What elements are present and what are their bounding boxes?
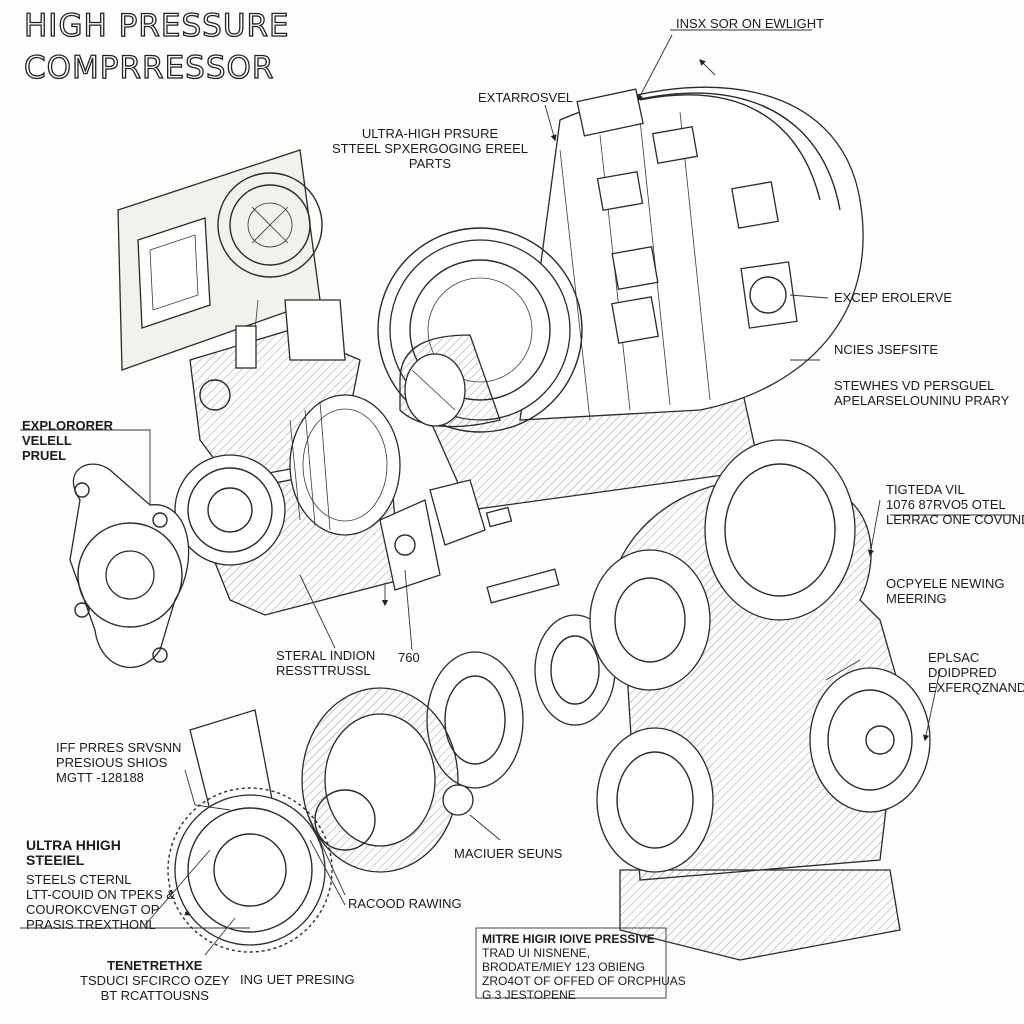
- motor-housing: [377, 86, 864, 511]
- label-explororer: EXPLORORER VELELL PRUEL: [22, 418, 114, 463]
- explorer-flange: [69, 463, 190, 668]
- label-tigted: TIGTEDA VIL 1076 87RVO5 OTEL LERRAC ONE …: [886, 482, 1024, 527]
- label-eplsac: EPLSAC DOIDPRED EXFERQZNAND: [928, 650, 1024, 695]
- label-ocpyele: OCPYELE NEWING MEERING: [886, 576, 1005, 606]
- label-stewhes: STEWHES VD PERSGUEL APELARSELOUNINU PRAR…: [834, 378, 1010, 408]
- page-title-line-1: HIGH PRESSURE: [23, 7, 290, 44]
- label-ultra-high-prsure: ULTRA-HIGH PRSURE STTEEL SPXERGOGING ERE…: [332, 126, 529, 171]
- leader-lines: [20, 29, 1015, 999]
- label-excep: EXCEP EROLERVE: [834, 290, 953, 305]
- label-760: 760: [398, 650, 420, 665]
- label-tenetre: TENETRETHXE TSDUCI SFCIRCO OZEY BT RCATT…: [80, 958, 230, 1003]
- label-insx: INSX SOR ON EWLIGHT: [676, 16, 825, 31]
- label-racod: RACOOD RAWING: [348, 896, 462, 911]
- pump-body: [589, 439, 931, 961]
- label-ultra-high-steel: ULTRA HHIGH STEEIEL: [26, 837, 121, 868]
- disc-stack: [301, 614, 616, 873]
- pump-rotor: [174, 394, 401, 616]
- label-maciuer: MACIUER SEUNS: [454, 846, 563, 861]
- bracket-ring: [167, 709, 333, 953]
- label-ncies: NCIES JSEFSITE: [834, 342, 939, 357]
- label-steels: STEELS CTERNL LTT-COUID ON TPEKS & COURO…: [26, 872, 176, 932]
- label-ing-uet: ING UET PRESING: [240, 972, 355, 987]
- label-extarrosvel: EXTARROSVEL: [478, 90, 574, 105]
- label-mitre-box: MITRE HIGIR IOIVE PRESSIVE TRAD UI NISNE…: [482, 932, 686, 1002]
- label-steral: STERAL INDION RESSTTRUSSL: [276, 648, 376, 678]
- control-panel: [117, 149, 323, 371]
- label-iff-pres: IFF PRRES SRVSNN PRESIOUS SHIOS MGTT -12…: [56, 740, 182, 785]
- page-title-line-2: COMPRRESSOR: [23, 49, 275, 86]
- fittings: [379, 479, 560, 604]
